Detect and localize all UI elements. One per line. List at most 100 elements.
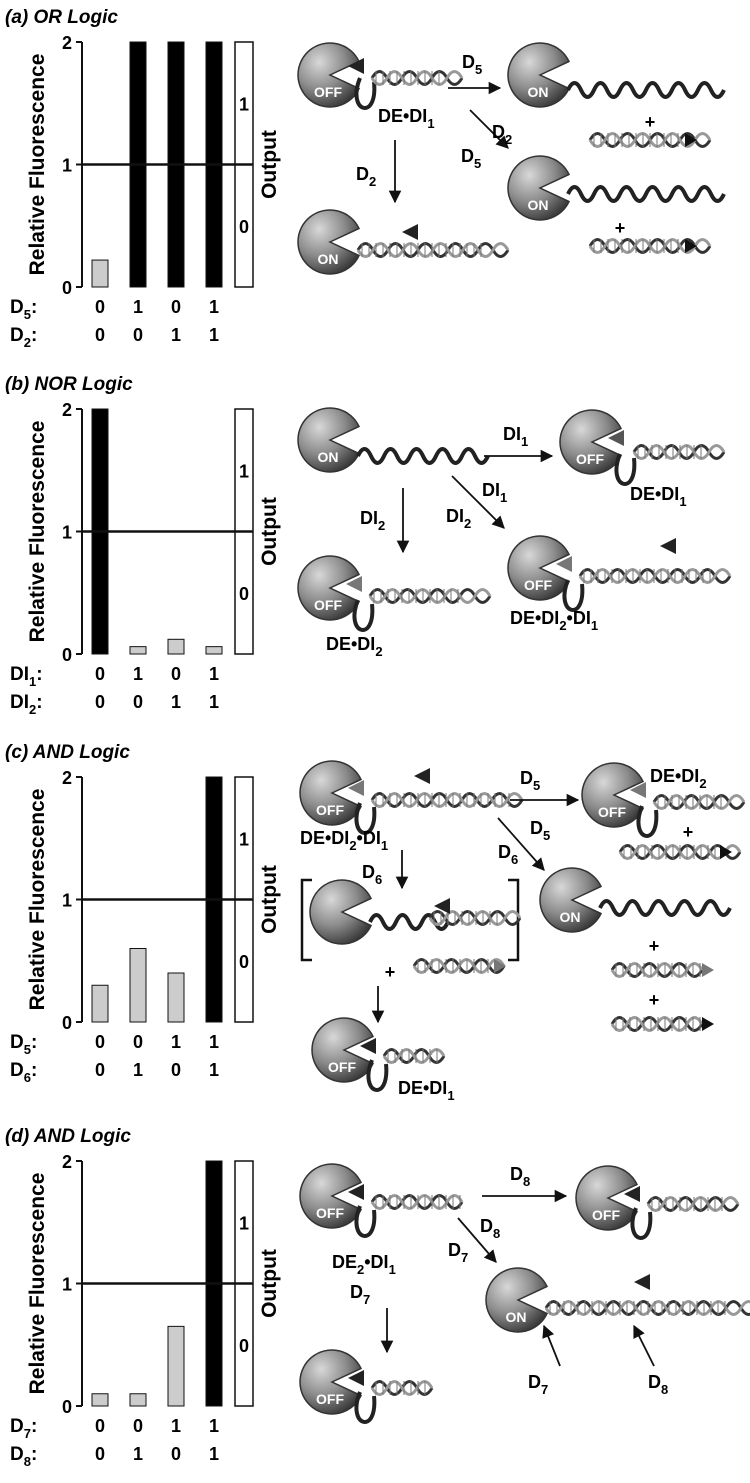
scheme-c-helix-2	[428, 910, 522, 926]
scheme-c-pacman-3-body	[539, 867, 603, 933]
scheme-a-label-3-main: D	[461, 146, 474, 166]
scheme-a-hook-0	[348, 58, 364, 74]
input-label-sub-3-1: 8	[24, 1454, 31, 1469]
scheme-c-helix-2-strand-b	[428, 910, 522, 926]
scheme-c-helix-1-strand-b	[652, 794, 746, 810]
scheme-a-pacman-1-state: ON	[528, 84, 549, 100]
scheme-c-label-0-main2: •DI	[357, 828, 381, 848]
input-label-sub-0-1: 2	[24, 335, 31, 350]
input-label-main-3-1: D	[10, 1444, 24, 1465]
scheme-b-label-6-sub: 2	[559, 618, 566, 633]
scheme-d-pacman-2-body	[299, 1349, 363, 1415]
scheme-d-pacman-3-state: ON	[506, 1309, 527, 1325]
scheme-b-hook-1	[608, 430, 624, 446]
scheme-c-pacman-4: OFF	[311, 1017, 375, 1083]
scheme-d-hook-1	[624, 1186, 640, 1202]
input-label-sub-2-0: 5	[24, 1042, 31, 1057]
scheme-c-helix-2b-strand-b	[412, 958, 506, 974]
scheme-a-plus-2: +	[615, 218, 626, 238]
scheme-b-pacman-1: OFF	[559, 409, 623, 475]
scheme-b-pacman-3: OFF	[507, 535, 571, 601]
input-label-1-0: DI1:	[10, 664, 43, 689]
bar-1-1	[129, 646, 147, 655]
y-tick-label-1-0: 0	[62, 645, 72, 665]
scheme-d-label-5: D7	[528, 1372, 548, 1397]
scheme-d-pacman-3-body	[485, 1267, 549, 1333]
y-axis-label-2: Relative Fluorescence	[26, 789, 49, 1011]
scheme-c-helix-2b	[412, 958, 506, 974]
scheme-d-arrow-up-left	[542, 1324, 561, 1367]
scheme-b-label-6: DE•DI2•DI1	[510, 608, 598, 633]
scheme-b-label-0: DI1	[503, 424, 528, 449]
scheme-d-label-4-main: D	[350, 1282, 363, 1302]
scheme-c-helix-3b	[610, 1016, 714, 1032]
output-axis-label-3: Output	[258, 1249, 281, 1318]
scheme-c-label-3: D5	[530, 818, 550, 843]
scheme-c-bracket-left	[300, 878, 312, 962]
x-tick-0-0-1: 1	[133, 297, 143, 317]
scheme-a-pacman-3-state: ON	[318, 251, 339, 267]
output-tick-high-1: 1	[239, 461, 249, 481]
scheme-d-label-4-sub: 7	[363, 1292, 370, 1307]
x-tick-0-1-0: 0	[95, 325, 105, 345]
output-axis-label-1: Output	[258, 497, 281, 566]
bar-2-1	[129, 948, 147, 1023]
x-tick-3-0-2: 1	[171, 1416, 181, 1436]
output-tick-low-3: 0	[239, 1336, 249, 1356]
scheme-b-loop-2	[352, 599, 375, 632]
scheme-c-label-2-main: DE•DI	[650, 766, 699, 786]
scheme-b-helix-3	[578, 568, 732, 584]
scheme-a-hook-3	[402, 224, 418, 240]
scheme-c-bracket-right	[508, 878, 520, 962]
scheme-c-helix-3b-strand-b	[610, 1016, 704, 1032]
input-label-colon-1-0: :	[36, 664, 42, 685]
y-tick-label-3-0: 0	[62, 1397, 72, 1417]
scheme-c-label-1-main: D	[520, 768, 533, 788]
scheme-b-pacman-1-body	[559, 409, 623, 475]
output-tick-low-0: 0	[239, 217, 249, 237]
scheme-c-helix-1b-arrow-tip	[720, 845, 732, 859]
y-tick-label-1-2: 2	[62, 400, 72, 420]
scheme-d-label-5-main: D	[528, 1372, 541, 1392]
bar-3-2	[167, 1325, 185, 1407]
y-tick-label-0-1: 1	[62, 156, 72, 176]
scheme-b-pacman-0-state: ON	[318, 449, 339, 465]
input-label-sub-0-0: 5	[24, 307, 31, 322]
output-axis-label-2: Output	[258, 865, 281, 934]
scheme-c-pacman-0-state: OFF	[316, 802, 344, 818]
scheme-d-label-4: D7	[350, 1282, 370, 1307]
x-tick-3-0-0: 0	[95, 1416, 105, 1436]
scheme-b-pacman-0: ON	[297, 407, 361, 473]
scheme-d-helix-3	[544, 1300, 750, 1316]
output-tick-low-2: 0	[239, 952, 249, 972]
x-tick-2-1-0: 0	[95, 1060, 105, 1080]
y-axis-label-0: Relative Fluorescence	[26, 54, 49, 276]
scheme-c-pacman-0-body	[299, 760, 363, 826]
scheme-c-label-3-sub: 5	[543, 828, 550, 843]
scheme-d-arrow-diag	[457, 1217, 497, 1263]
scheme-a-label-1: D5	[462, 52, 482, 77]
scheme-b-label-4-main: DI	[360, 508, 378, 528]
scheme-b-label-1-sub: 1	[679, 494, 686, 509]
bar-3-0	[91, 1393, 109, 1407]
y-tick-label-0-2: 2	[62, 33, 72, 53]
scheme-b-label-0-sub: 1	[521, 434, 528, 449]
x-tick-2-1-3: 1	[209, 1060, 219, 1080]
output-tick-high-0: 1	[239, 94, 249, 114]
scheme-b-hook-3	[556, 556, 572, 572]
scheme-c-pacman-1-body	[581, 762, 645, 828]
scheme-b-label-2-main: DI	[482, 480, 500, 500]
scheme-a-pacman-3: ON	[297, 209, 361, 275]
input-label-main-2-1: D	[10, 1060, 24, 1081]
scheme-c-plus-2: +	[385, 962, 396, 982]
output-tick-low-1: 0	[239, 584, 249, 604]
scheme-a-label-1-main: D	[462, 52, 475, 72]
scheme-c-helix-3b-arrow-tip	[702, 1017, 714, 1031]
scheme-a-label-3: D5	[461, 146, 481, 171]
x-tick-1-1-2: 1	[171, 692, 181, 712]
scheme-c-label-2-sub: 2	[699, 776, 706, 791]
scheme-c-label-5: D6	[362, 862, 382, 887]
